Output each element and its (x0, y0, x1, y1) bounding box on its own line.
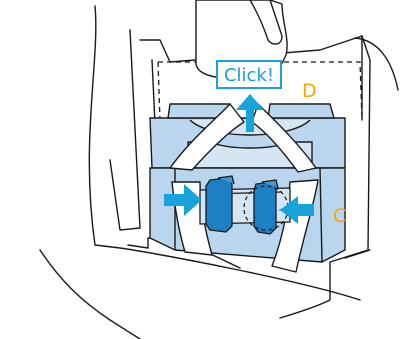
left-clip (205, 177, 233, 233)
click-text: Click! (224, 65, 274, 86)
enclosure (39, 5, 399, 339)
right-clip (253, 181, 277, 235)
label-c: C (333, 205, 346, 227)
arrows (164, 94, 314, 224)
right-arrow-icon (164, 184, 202, 216)
click-callout: Click! (216, 60, 282, 89)
release-clips (205, 175, 279, 235)
label-d: D (302, 80, 317, 102)
up-arrow-icon (236, 94, 264, 132)
